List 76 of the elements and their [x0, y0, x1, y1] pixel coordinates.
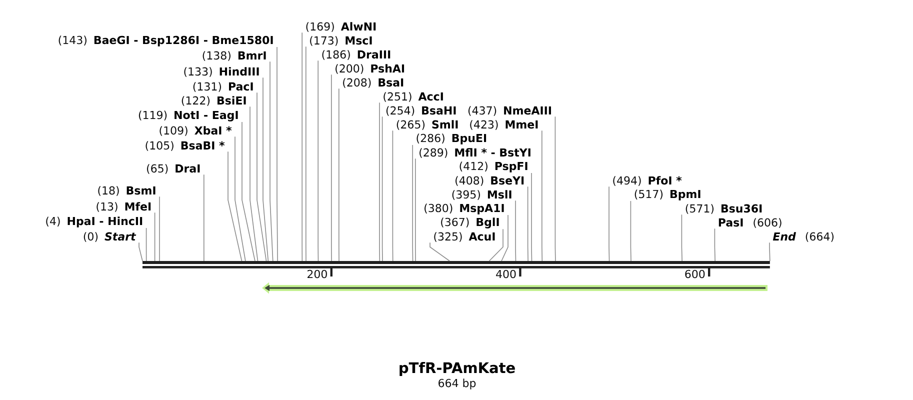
leader-line: [501, 214, 508, 262]
leader-line: [302, 32, 303, 262]
leader-line: [250, 106, 258, 262]
site-label: (208) BsaI: [343, 78, 404, 88]
leader-line: [276, 46, 278, 262]
end-label: (0) Start: [84, 232, 136, 242]
leader-line: [338, 88, 340, 262]
leader-line: [430, 242, 450, 262]
leader-line: [531, 172, 532, 262]
leader-line: [488, 228, 504, 262]
site-label: (571) Bsu36I: [686, 204, 762, 214]
leader-line: [608, 186, 610, 262]
site-label: (265) SmlI: [396, 120, 458, 130]
leader-line: [159, 196, 160, 262]
leader-line: [392, 130, 394, 262]
tick-label: 400: [496, 270, 516, 278]
leader-line: [242, 122, 256, 262]
site-label: (251) AccI: [384, 92, 443, 102]
sequence-bar: [142, 261, 770, 268]
caption: 664 bp: [438, 378, 476, 390]
leader-line: [681, 214, 682, 262]
leader-line: [527, 186, 528, 262]
leader-line: [262, 77, 269, 262]
leader-line: [234, 136, 246, 262]
site-label: (437) NmeAIII: [468, 106, 551, 116]
leader-line: [769, 242, 770, 262]
site-label: (65) DraI: [147, 164, 200, 174]
site-label: (395) MslI: [452, 190, 512, 200]
tick-label: 600: [685, 270, 705, 278]
site-label: (254) BsaHI: [386, 106, 456, 116]
leader-line: [542, 130, 543, 262]
leader-line: [714, 228, 716, 262]
leader-line: [554, 116, 556, 262]
site-label: (109) XbaI *: [160, 126, 232, 136]
site-label: (138) BmrI: [202, 51, 266, 61]
site-label: PasI (606): [718, 218, 782, 228]
site-label: (131) PacI: [193, 82, 253, 92]
site-label: (423) MmeI: [470, 120, 538, 130]
tick-label: 200: [308, 270, 327, 278]
leader-line: [415, 158, 416, 262]
site-label: (325) AcuI: [434, 232, 495, 242]
site-label: (105) BsaBI *: [146, 141, 225, 151]
leader-line: [331, 74, 332, 262]
leader-line: [154, 212, 156, 262]
site-label: (367) BglI: [441, 218, 499, 228]
site-label: (186) DraIII: [322, 50, 390, 60]
site-label: (169) AlwNI: [306, 22, 376, 32]
title: pTfR-PAmKate: [400, 362, 515, 376]
site-label: (18) BsmI: [98, 186, 156, 196]
leader-line: [412, 144, 414, 262]
site-label: (408) BseYI: [456, 176, 524, 186]
site-label: (289) MflI * - BstYI: [420, 148, 530, 158]
site-label: (286) BpuEI: [416, 134, 486, 144]
site-label: (143) BaeGI - Bsp1286I - Bme1580I: [58, 36, 273, 46]
site-label: (412) PspFI: [460, 162, 528, 172]
site-label: (133) HindIII: [184, 67, 259, 77]
end-label: End (664): [772, 232, 834, 242]
site-label: (119) NotI - EagI: [138, 110, 238, 122]
leader-line: [318, 60, 319, 262]
site-label: (13) MfeI: [96, 202, 151, 212]
leader-line: [515, 200, 516, 262]
leader-line: [270, 61, 274, 262]
site-label: (4) HpaI - HincII: [46, 216, 142, 228]
site-label: (517) BpmI: [634, 190, 700, 200]
site-label: (173) MscI: [310, 36, 372, 46]
leader-line: [256, 92, 267, 262]
leader-line: [379, 102, 380, 262]
site-label: (200) PshAI: [336, 64, 404, 74]
leader-line: [382, 116, 383, 262]
leader-line: [228, 151, 242, 262]
leader-line: [630, 200, 632, 262]
site-label: (122) BsiEI: [182, 96, 246, 106]
site-label: (380) MspA1I: [424, 204, 504, 214]
leader-line: [146, 228, 147, 262]
site-label: (494) PfoI *: [613, 176, 682, 186]
leader-line: [138, 242, 143, 262]
